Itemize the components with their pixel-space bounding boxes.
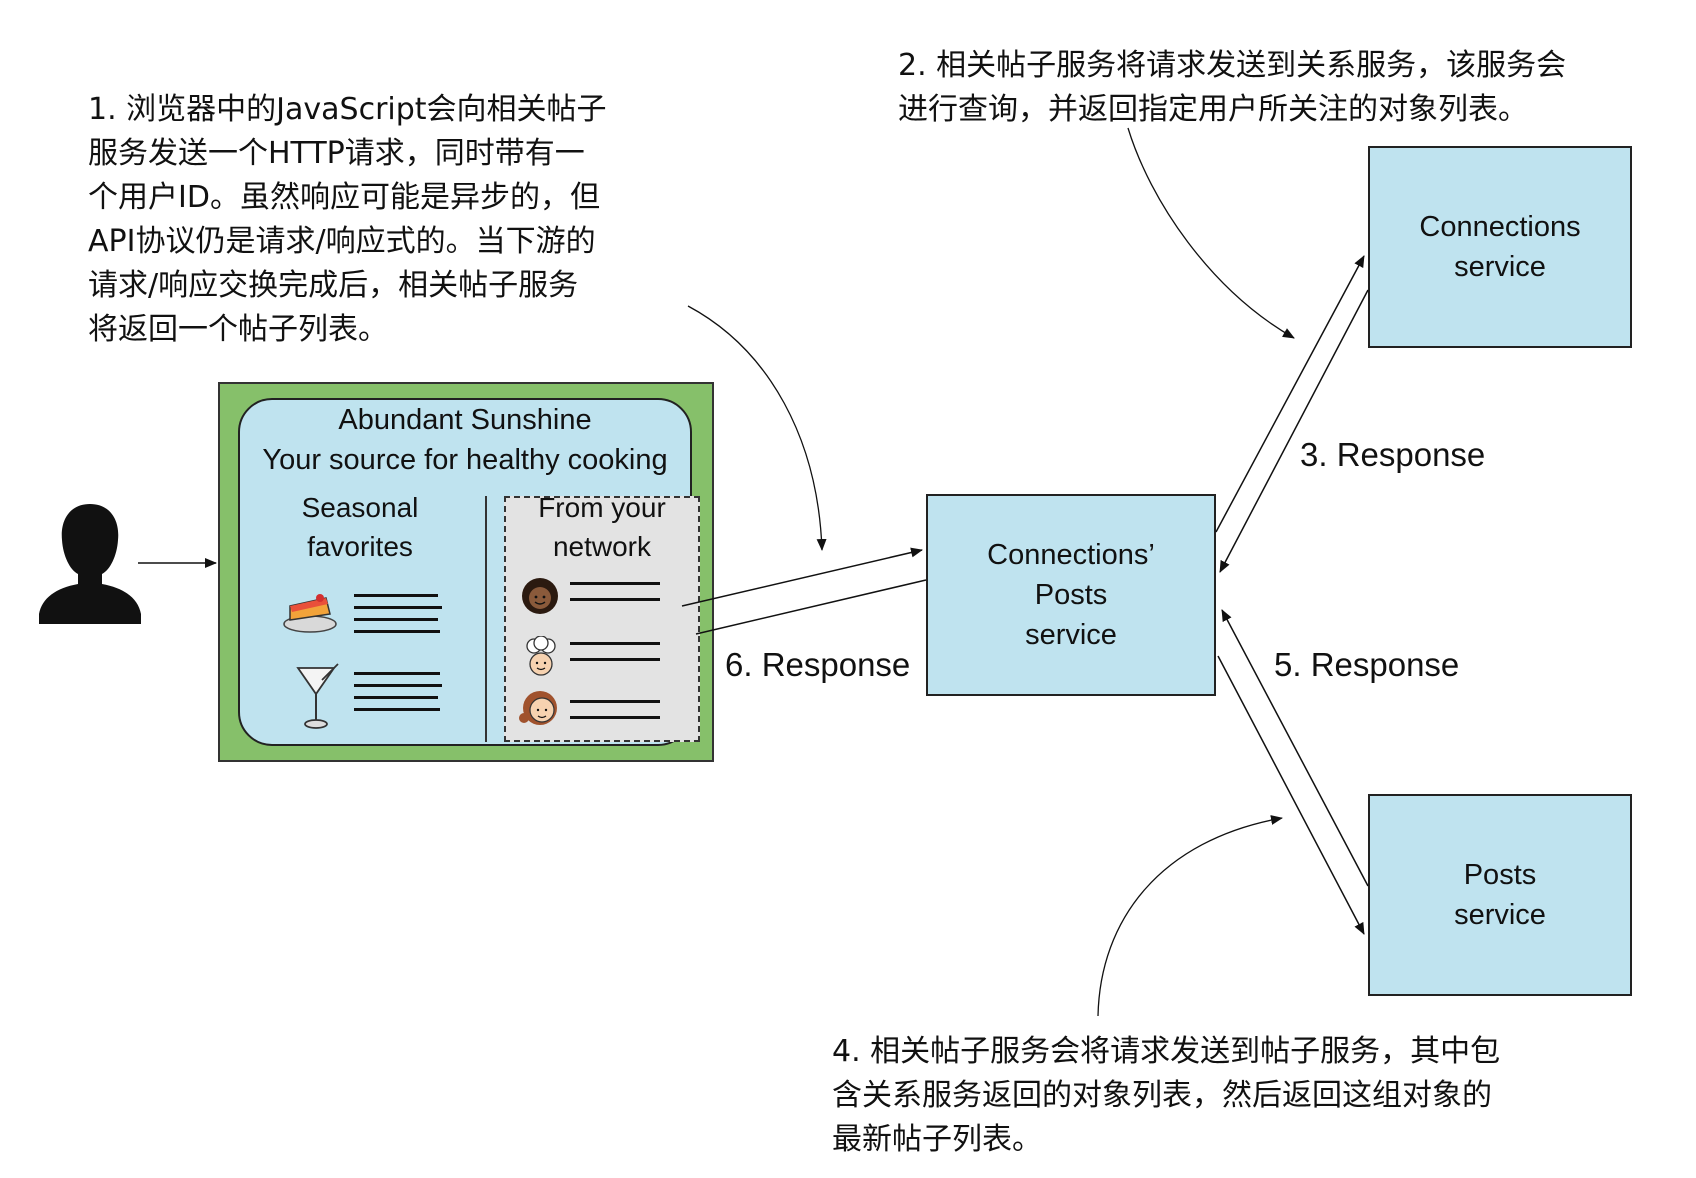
step4-callout-arrow [1097, 815, 1283, 1017]
text-line-placeholder [354, 684, 442, 687]
person-avatar-icon [522, 578, 558, 614]
response-5-arrow [1221, 609, 1369, 887]
text-line-placeholder [570, 642, 660, 645]
response-6-line [695, 579, 927, 635]
connections-posts-service: Connections’ Posts service [926, 494, 1216, 696]
text-line-placeholder [570, 700, 660, 703]
posts-service: Posts service [1368, 794, 1632, 996]
text-line-placeholder [570, 658, 660, 661]
request-to-posts-arrow [1217, 655, 1365, 935]
response-3-label: 3. Response [1300, 436, 1486, 473]
web-page: Abundant Sunshine Your source for health… [238, 398, 700, 746]
text-line-placeholder [354, 708, 440, 711]
site-subtitle: Your source for healthy cooking [262, 444, 668, 476]
chef-avatar-icon [526, 636, 556, 676]
text-line-placeholder [570, 582, 660, 585]
column-divider [485, 496, 487, 742]
step1-note: 1. 浏览器中的JavaScript会向相关帖子 服务发送一个HTTP请求，同时… [88, 92, 607, 347]
step2-note: 2. 相关帖子服务将请求发送到关系服务，该服务会 进行查询，并返回指定用户所关注… [898, 48, 1567, 127]
step2-callout-arrow [1127, 127, 1295, 339]
step4-note: 4. 相关帖子服务会将请求发送到帖子服务，其中包 含关系服务返回的对象列表，然后… [832, 1034, 1501, 1157]
text-line-placeholder [354, 672, 440, 675]
browser-window: Abundant Sunshine Your source for health… [218, 382, 714, 762]
cocktail-icon [296, 663, 339, 729]
girl-avatar-icon [519, 691, 557, 725]
text-line-placeholder [354, 630, 440, 633]
text-line-placeholder [354, 606, 442, 609]
user-silhouette-icon [39, 504, 141, 624]
response-5-label: 5. Response [1274, 646, 1460, 683]
text-line-placeholder [570, 716, 660, 719]
text-line-placeholder [570, 598, 660, 601]
site-title: Abundant Sunshine [338, 404, 592, 436]
seasonal-favorites-heading: Seasonal favorites [301, 492, 419, 562]
cake-icon [283, 594, 337, 633]
network-heading: From your network [538, 492, 666, 562]
step1-callout-arrow [687, 305, 827, 551]
text-line-placeholder [354, 594, 438, 597]
response-6-label: 6. Response [725, 646, 911, 683]
text-line-placeholder [354, 696, 438, 699]
connections-service: Connections service [1368, 146, 1632, 348]
text-line-placeholder [354, 618, 438, 621]
response-3-arrow [1219, 289, 1369, 573]
browser-request-arrow [681, 547, 923, 607]
request-to-connections-arrow [1215, 255, 1365, 533]
